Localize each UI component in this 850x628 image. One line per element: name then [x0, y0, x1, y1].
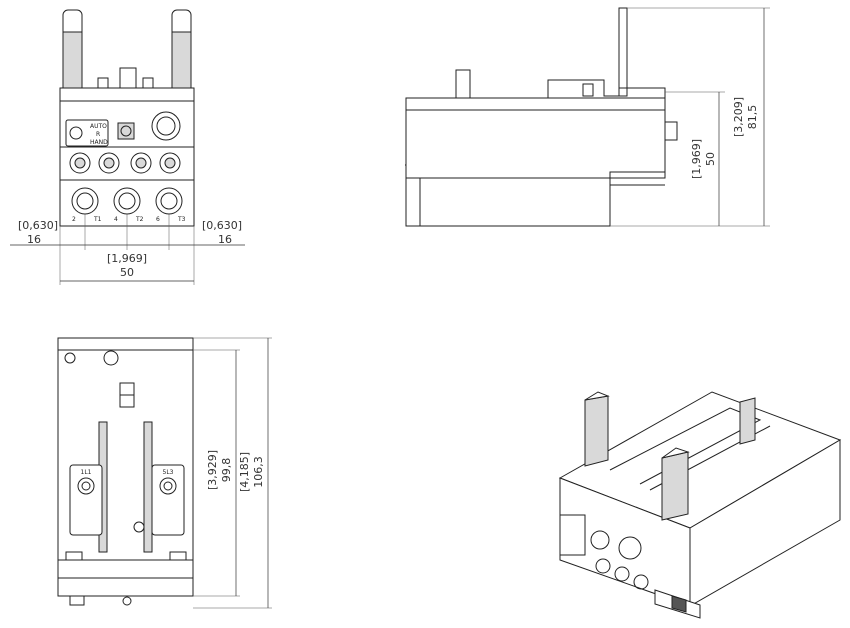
side-view: [1,969] 50 [3,209] 81,5	[405, 7, 770, 227]
dim-height-mm: 81,5	[746, 105, 759, 130]
terminal-label-t1: T1	[93, 216, 102, 223]
isometric-view	[558, 391, 842, 619]
reset-label-r: R	[96, 131, 100, 138]
terminal-label-5l3: 5L3	[163, 469, 174, 476]
front-view: AUTO R HAND 2 T1 4 T2 6 T3 [0,630] 16 [0…	[10, 9, 245, 285]
dim-width-mm: 50	[120, 266, 134, 279]
terminal-label-1l1: 1L1	[81, 469, 92, 476]
dim-inner-mm: 99,8	[220, 458, 233, 483]
reset-label-hand: HAND	[90, 139, 108, 146]
dim-pitch-inch: [1,969]	[107, 252, 147, 265]
terminal-label-4: 4	[114, 216, 118, 223]
dim-right-inch: [0,630]	[202, 219, 242, 232]
dim-left-inch: [0,630]	[18, 219, 58, 232]
dim-body-inch: [1,969]	[690, 139, 703, 179]
terminal-label-t2: T2	[135, 216, 144, 223]
dim-height-inch: [3,209]	[732, 97, 745, 137]
dim-left-mm: 16	[27, 233, 41, 246]
dim-body-mm: 50	[704, 152, 717, 166]
terminal-label-6: 6	[156, 216, 160, 223]
dim-inner-inch: [3,929]	[206, 450, 219, 490]
reset-label-auto: AUTO	[90, 123, 107, 130]
terminal-label-t3: T3	[177, 216, 186, 223]
dim-outer-inch: [4,185]	[238, 452, 251, 492]
terminal-label-2: 2	[72, 216, 76, 223]
top-view: 1L1 5L3 [3,929] 99,8 [4,185] 106,3	[57, 337, 272, 609]
dim-outer-mm: 106,3	[252, 456, 265, 488]
dim-right-mm: 16	[218, 233, 232, 246]
